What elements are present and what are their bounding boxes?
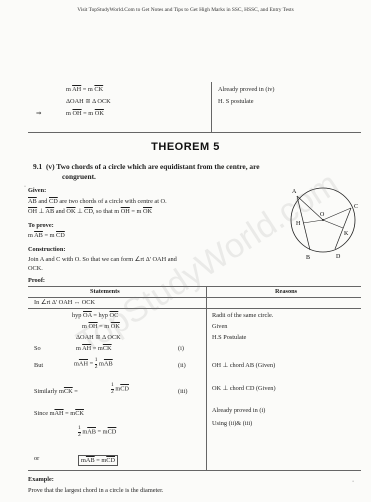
proof-row-6-reason: OK ⊥ chord CD (Given)	[212, 385, 276, 392]
reasons-header: Reasons	[275, 288, 298, 295]
page-header: Visit TopStudyWorld.Com to Get Notes and…	[77, 7, 294, 13]
example-label: Example:	[28, 476, 54, 483]
circle-outline	[290, 187, 356, 253]
label-b: B	[306, 255, 310, 261]
proof-row-7-prefix: Since mAH = mCK	[34, 410, 84, 417]
label-k: K	[344, 231, 349, 237]
top-table-bottom-rule	[28, 132, 361, 133]
segment-oc	[322, 207, 352, 221]
proof-row-9-prefix: or	[34, 455, 40, 462]
statements-header: Statements	[90, 288, 120, 295]
given-label: Given:	[28, 187, 47, 194]
label-c: C	[354, 204, 358, 210]
proof-table-top-rule	[28, 286, 361, 287]
proof-row-9-statement: mAB = mCD	[78, 455, 119, 466]
bullet-mark: ·	[24, 184, 26, 190]
proof-row-3-reason: H.S Postulate	[212, 334, 247, 341]
proof-table-bottom-rule	[28, 470, 361, 471]
given-line-1: AB and CD are two chords of a circle wit…	[28, 198, 167, 205]
proof-row-5-reason: OH ⊥ chord AB (Given)	[212, 362, 276, 369]
segment-oh	[302, 219, 324, 224]
chord-cd	[334, 207, 352, 250]
dot-mark: ·	[352, 478, 355, 485]
proof-row-5-prefix: But	[34, 362, 44, 369]
proof-row-4-statement: m AH = mCK	[76, 345, 112, 352]
label-a: A	[292, 189, 297, 195]
top-row-2-reason: H. S postulate	[218, 98, 254, 105]
top-row-1-statement: m AH = m CK	[66, 86, 104, 93]
top-row-3-statement: m OH = m OK	[66, 110, 104, 117]
construction-label: Construction:	[28, 246, 66, 253]
proof-row-5-ref: (ii)	[178, 362, 186, 369]
proof-table-header-rule	[28, 297, 361, 298]
label-o: O	[320, 212, 325, 218]
implies-symbol: ⇒	[36, 110, 42, 117]
theorem-title: THEOREM 5	[151, 141, 220, 153]
top-row-1-reason: Already proved in (iv)	[218, 86, 275, 93]
proof-intro: In ∠rt Δ' OAH ↔ OCK	[34, 299, 96, 306]
proof-row-2-statement: m OH = m OK	[82, 323, 120, 330]
segment-ok	[322, 219, 344, 229]
proof-row-2-reason: Given	[212, 323, 228, 330]
proof-row-4-ref: (i)	[178, 345, 184, 352]
theorem-statement-line-2: congruent.	[62, 172, 96, 181]
proof-label: Proof:	[28, 277, 46, 284]
example-text: Prove that the largest chord in a circle…	[28, 487, 164, 494]
label-h: H	[296, 221, 301, 227]
label-d: D	[336, 254, 341, 260]
theorem-statement-line-1: 9.1 (v) Two chords of a circle which are…	[33, 162, 260, 171]
proof-row-3-statement: ΔOAH ≅ Δ OCK	[76, 334, 121, 341]
top-table-divider	[211, 82, 212, 132]
proof-table-divider	[206, 286, 207, 470]
given-line-2: OH ⊥ AB and OK ⊥ CD, so that m OH = m OK	[28, 208, 153, 215]
to-prove-label: To prove:	[28, 222, 54, 229]
circle-figure: A B C D H K O	[290, 187, 358, 261]
proof-row-7-reason: Already proved in (i)	[212, 407, 266, 414]
construction-line-2: OCK.	[28, 265, 43, 272]
top-row-2-statement: ΔOAH ≅ Δ OCK	[66, 98, 111, 105]
segment-oa	[296, 195, 324, 221]
to-prove-text: m AB = m CD	[28, 232, 65, 239]
proof-row-4-prefix: So	[34, 345, 41, 352]
proof-row-6-ref: (iii)	[178, 388, 188, 395]
proof-row-8-reason: Using (ii)& (iii)	[212, 420, 253, 427]
proof-row-1-statement: hyp OA = hyp OC	[72, 312, 119, 319]
proof-row-6-prefix: Similarly mCK =	[34, 388, 78, 395]
centre-point	[322, 219, 324, 221]
proof-table-intro-rule	[28, 308, 361, 309]
construction-line-1: Join A and C with O. So that we can form…	[28, 256, 177, 263]
proof-row-1-reason: Radii of the same circle.	[212, 312, 274, 319]
